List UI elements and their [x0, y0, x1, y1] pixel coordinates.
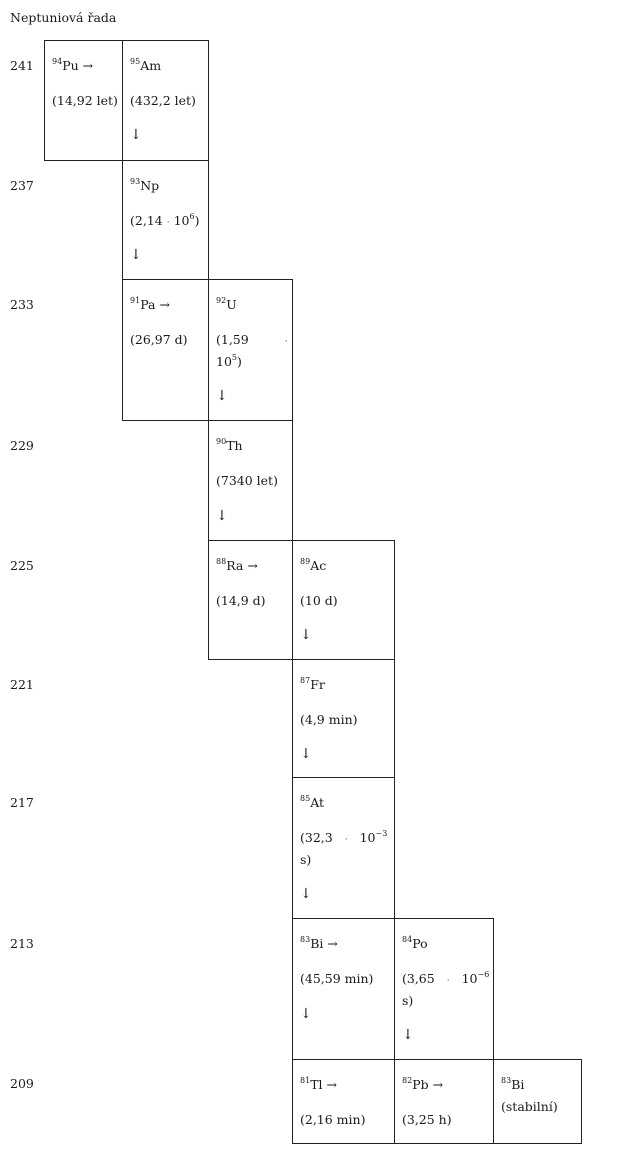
half-life: (45,59 min): [300, 971, 374, 986]
element-symbol: Po: [412, 936, 428, 951]
down-arrow-icon: ↓: [216, 508, 228, 524]
right-arrow-icon: →: [159, 297, 170, 312]
mass-number-label: 225: [10, 558, 34, 573]
nuclide-cell-am241: 95Am (432,2 let) ↓: [122, 40, 209, 161]
atomic-number: 85: [300, 794, 311, 803]
nuclide-cell-bi209: 83Bi (stabilní): [493, 1059, 582, 1144]
element-symbol: U: [226, 297, 237, 312]
half-life: (7340 let): [216, 473, 278, 488]
atomic-number: 83: [501, 1076, 512, 1085]
element-symbol: Tl: [310, 1077, 323, 1092]
atomic-number: 87: [300, 676, 311, 685]
nuclide-cell-tl209: 81Tl → (2,16 min): [292, 1059, 395, 1144]
element-symbol: Th: [226, 438, 243, 453]
nuclide-cell-fr221: 87Fr (4,9 min) ↓: [292, 659, 395, 778]
nuclide-cell-pu241: 94Pu → (14,92 let): [44, 40, 123, 161]
right-arrow-icon: →: [432, 1077, 444, 1092]
atomic-number: 83: [300, 935, 311, 944]
down-arrow-icon: ↓: [130, 247, 142, 263]
element-symbol: Bi: [310, 936, 324, 951]
nuclide-cell-u233: 92U (1,59· 105) ↓: [208, 279, 293, 421]
half-life: (4,9 min): [300, 712, 358, 727]
half-life: (14,9 d): [216, 593, 266, 608]
atomic-number: 82: [402, 1076, 413, 1085]
half-life: (2,16 min): [300, 1112, 366, 1127]
half-life: (14,92 let): [52, 93, 118, 108]
half-life: (10 d): [300, 593, 338, 608]
nuclide-cell-po213: 84Po (3,65·10−6 s) ↓: [394, 918, 494, 1060]
half-life: (32,3·10−3: [300, 829, 388, 845]
element-symbol: Pu: [62, 58, 79, 73]
atomic-number: 95: [130, 57, 141, 66]
nuclide-cell-pa233: 91Pa → (26,97 d): [122, 279, 209, 421]
down-arrow-icon: ↓: [402, 1027, 414, 1043]
mass-number-label: 217: [10, 795, 34, 810]
atomic-number: 90: [216, 437, 227, 446]
element-symbol: At: [310, 795, 325, 810]
down-arrow-icon: ↓: [216, 388, 228, 404]
down-arrow-icon: ↓: [300, 627, 312, 643]
element-symbol: Ra: [226, 558, 244, 573]
mass-number-label: 229: [10, 438, 34, 453]
atomic-number: 81: [300, 1076, 311, 1085]
mass-number-label: 209: [10, 1076, 34, 1091]
element-symbol: Fr: [310, 677, 325, 692]
diagram-title: Neptuniová řada: [10, 10, 117, 25]
nuclide-cell-ac225: 89Ac (10 d) ↓: [292, 540, 395, 660]
half-life: (26,97 d): [130, 332, 188, 347]
element-symbol: Pb: [412, 1077, 429, 1092]
nuclide-cell-th229: 90Th (7340 let) ↓: [208, 420, 293, 541]
right-arrow-icon: →: [326, 1077, 337, 1092]
atomic-number: 89: [300, 557, 311, 566]
mass-number-label: 241: [10, 58, 34, 73]
half-life: (stabilní): [501, 1099, 558, 1114]
nuclide-cell-at217: 85At (32,3·10−3 s) ↓: [292, 777, 395, 919]
mass-number-label: 233: [10, 297, 34, 312]
mass-number-label: 213: [10, 936, 34, 951]
down-arrow-icon: ↓: [300, 746, 312, 762]
right-arrow-icon: →: [247, 558, 258, 573]
down-arrow-icon: ↓: [130, 127, 142, 143]
right-arrow-icon: →: [327, 936, 338, 951]
half-life: (3,25 h): [402, 1112, 452, 1127]
element-symbol: Ac: [310, 558, 327, 573]
right-arrow-icon: →: [82, 58, 94, 73]
nuclide-cell-bi213: 83Bi → (45,59 min) ↓: [292, 918, 395, 1060]
mass-number-label: 221: [10, 677, 34, 692]
atomic-number: 88: [216, 557, 227, 566]
down-arrow-icon: ↓: [300, 1006, 312, 1022]
element-symbol: Pa: [140, 297, 156, 312]
down-arrow-icon: ↓: [300, 886, 312, 902]
atomic-number: 93: [130, 177, 141, 186]
nuclide-cell-ra225: 88Ra → (14,9 d): [208, 540, 293, 660]
element-symbol: Np: [140, 178, 160, 193]
nuclide-cell-np237: 93Np (2,14 · 106) ↓: [122, 160, 209, 280]
atomic-number: 94: [52, 57, 63, 66]
element-symbol: Am: [140, 58, 162, 73]
atomic-number: 91: [130, 296, 141, 305]
half-life: (3,65·10−6: [402, 970, 490, 986]
half-life: (432,2 let): [130, 93, 196, 108]
element-symbol: Bi: [511, 1077, 525, 1092]
half-life: (2,14 · 106): [130, 212, 200, 228]
half-life: (1,59·: [216, 332, 288, 347]
nuclide-cell-pb209: 82Pb → (3,25 h): [394, 1059, 494, 1144]
atomic-number: 92: [216, 296, 227, 305]
mass-number-label: 237: [10, 178, 34, 193]
atomic-number: 84: [402, 935, 413, 944]
